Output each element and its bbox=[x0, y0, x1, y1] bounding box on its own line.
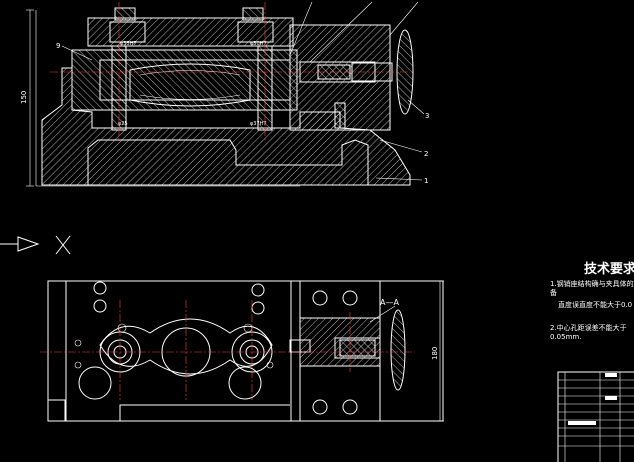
view-direction-symbol bbox=[0, 235, 71, 255]
tech-requirement-2: 2.中心孔距误差不能大于 bbox=[550, 324, 627, 332]
dim-tag-3: φ25 bbox=[118, 121, 128, 127]
tech-requirements-title: 技术要求 bbox=[584, 262, 634, 277]
front-height-dimension: 150 bbox=[20, 91, 28, 104]
part-label-1: 1 bbox=[424, 177, 428, 185]
plan-view: A—A 180 bbox=[40, 280, 444, 422]
tech-requirement-1: 1.钢销座结构确与夹具体的 bbox=[550, 280, 634, 288]
dim-tag-1: φ35H7 bbox=[120, 41, 137, 47]
part-label-9: 9 bbox=[56, 42, 60, 50]
title-block bbox=[557, 371, 634, 462]
tech-requirement-1-detail: 直度误直度不能大于0.0 bbox=[558, 301, 633, 309]
tech-requirement-1-cont: 备 bbox=[550, 289, 557, 297]
tech-requirement-2-cont: 0.05mm. bbox=[550, 333, 582, 341]
dim-tag-2: φ30H7 bbox=[250, 41, 267, 47]
part-label-3: 3 bbox=[425, 112, 429, 120]
front-section-view: 150 φ35H7 φ30H7 φ25 φ37H7 9 3 2 1 bbox=[20, 1, 429, 187]
part-label-2: 2 bbox=[424, 150, 428, 158]
section-label: A—A bbox=[380, 298, 399, 307]
plan-height-dimension: 180 bbox=[431, 347, 439, 360]
dim-tag-4: φ37H7 bbox=[250, 121, 267, 127]
